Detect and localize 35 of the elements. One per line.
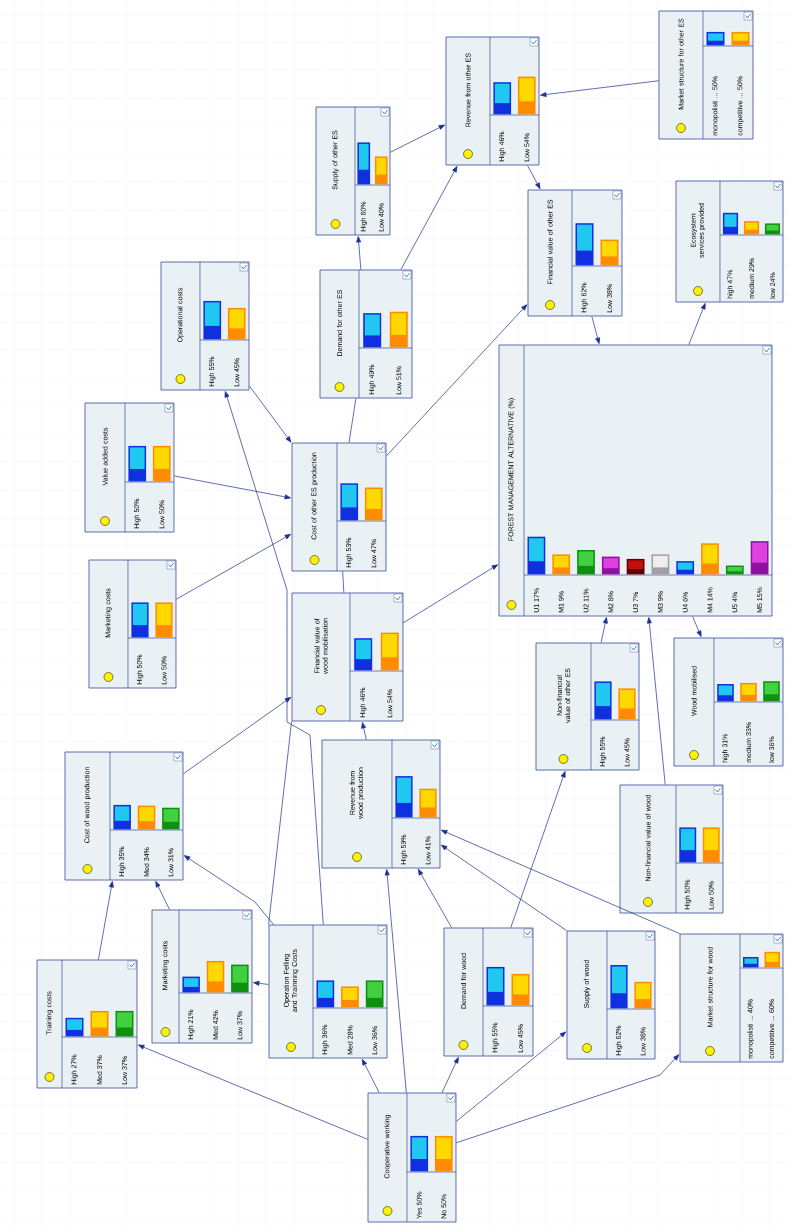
arrow	[183, 697, 292, 775]
arrow	[253, 980, 269, 986]
arrow	[403, 564, 499, 624]
arrow	[692, 616, 702, 637]
arrow	[98, 881, 114, 960]
arrow	[361, 722, 367, 740]
arrow	[646, 617, 666, 785]
arrow	[155, 881, 170, 910]
arrow	[386, 304, 528, 457]
arrow	[138, 1044, 368, 1140]
arrow	[384, 869, 407, 1093]
arrow	[540, 80, 659, 97]
arrow	[174, 475, 291, 500]
arrow	[441, 1057, 459, 1093]
arrow	[510, 771, 566, 928]
arrow	[456, 1031, 567, 1122]
arrow	[400, 166, 458, 270]
arrow	[417, 868, 452, 928]
arrow	[440, 844, 567, 931]
arrow	[441, 829, 680, 934]
arrow	[600, 617, 608, 643]
arrow	[183, 855, 274, 925]
connector-line	[342, 571, 345, 593]
arrow	[249, 385, 292, 443]
arrow	[356, 236, 362, 270]
arrow	[224, 391, 324, 925]
connector-line	[268, 721, 292, 925]
arrow	[688, 303, 706, 345]
arrow	[527, 165, 541, 190]
arrow	[390, 124, 446, 153]
arrow	[361, 1059, 380, 1093]
connector-line	[348, 398, 357, 443]
arrow	[176, 534, 292, 600]
arrow	[456, 1054, 680, 1144]
arrow	[591, 316, 601, 344]
